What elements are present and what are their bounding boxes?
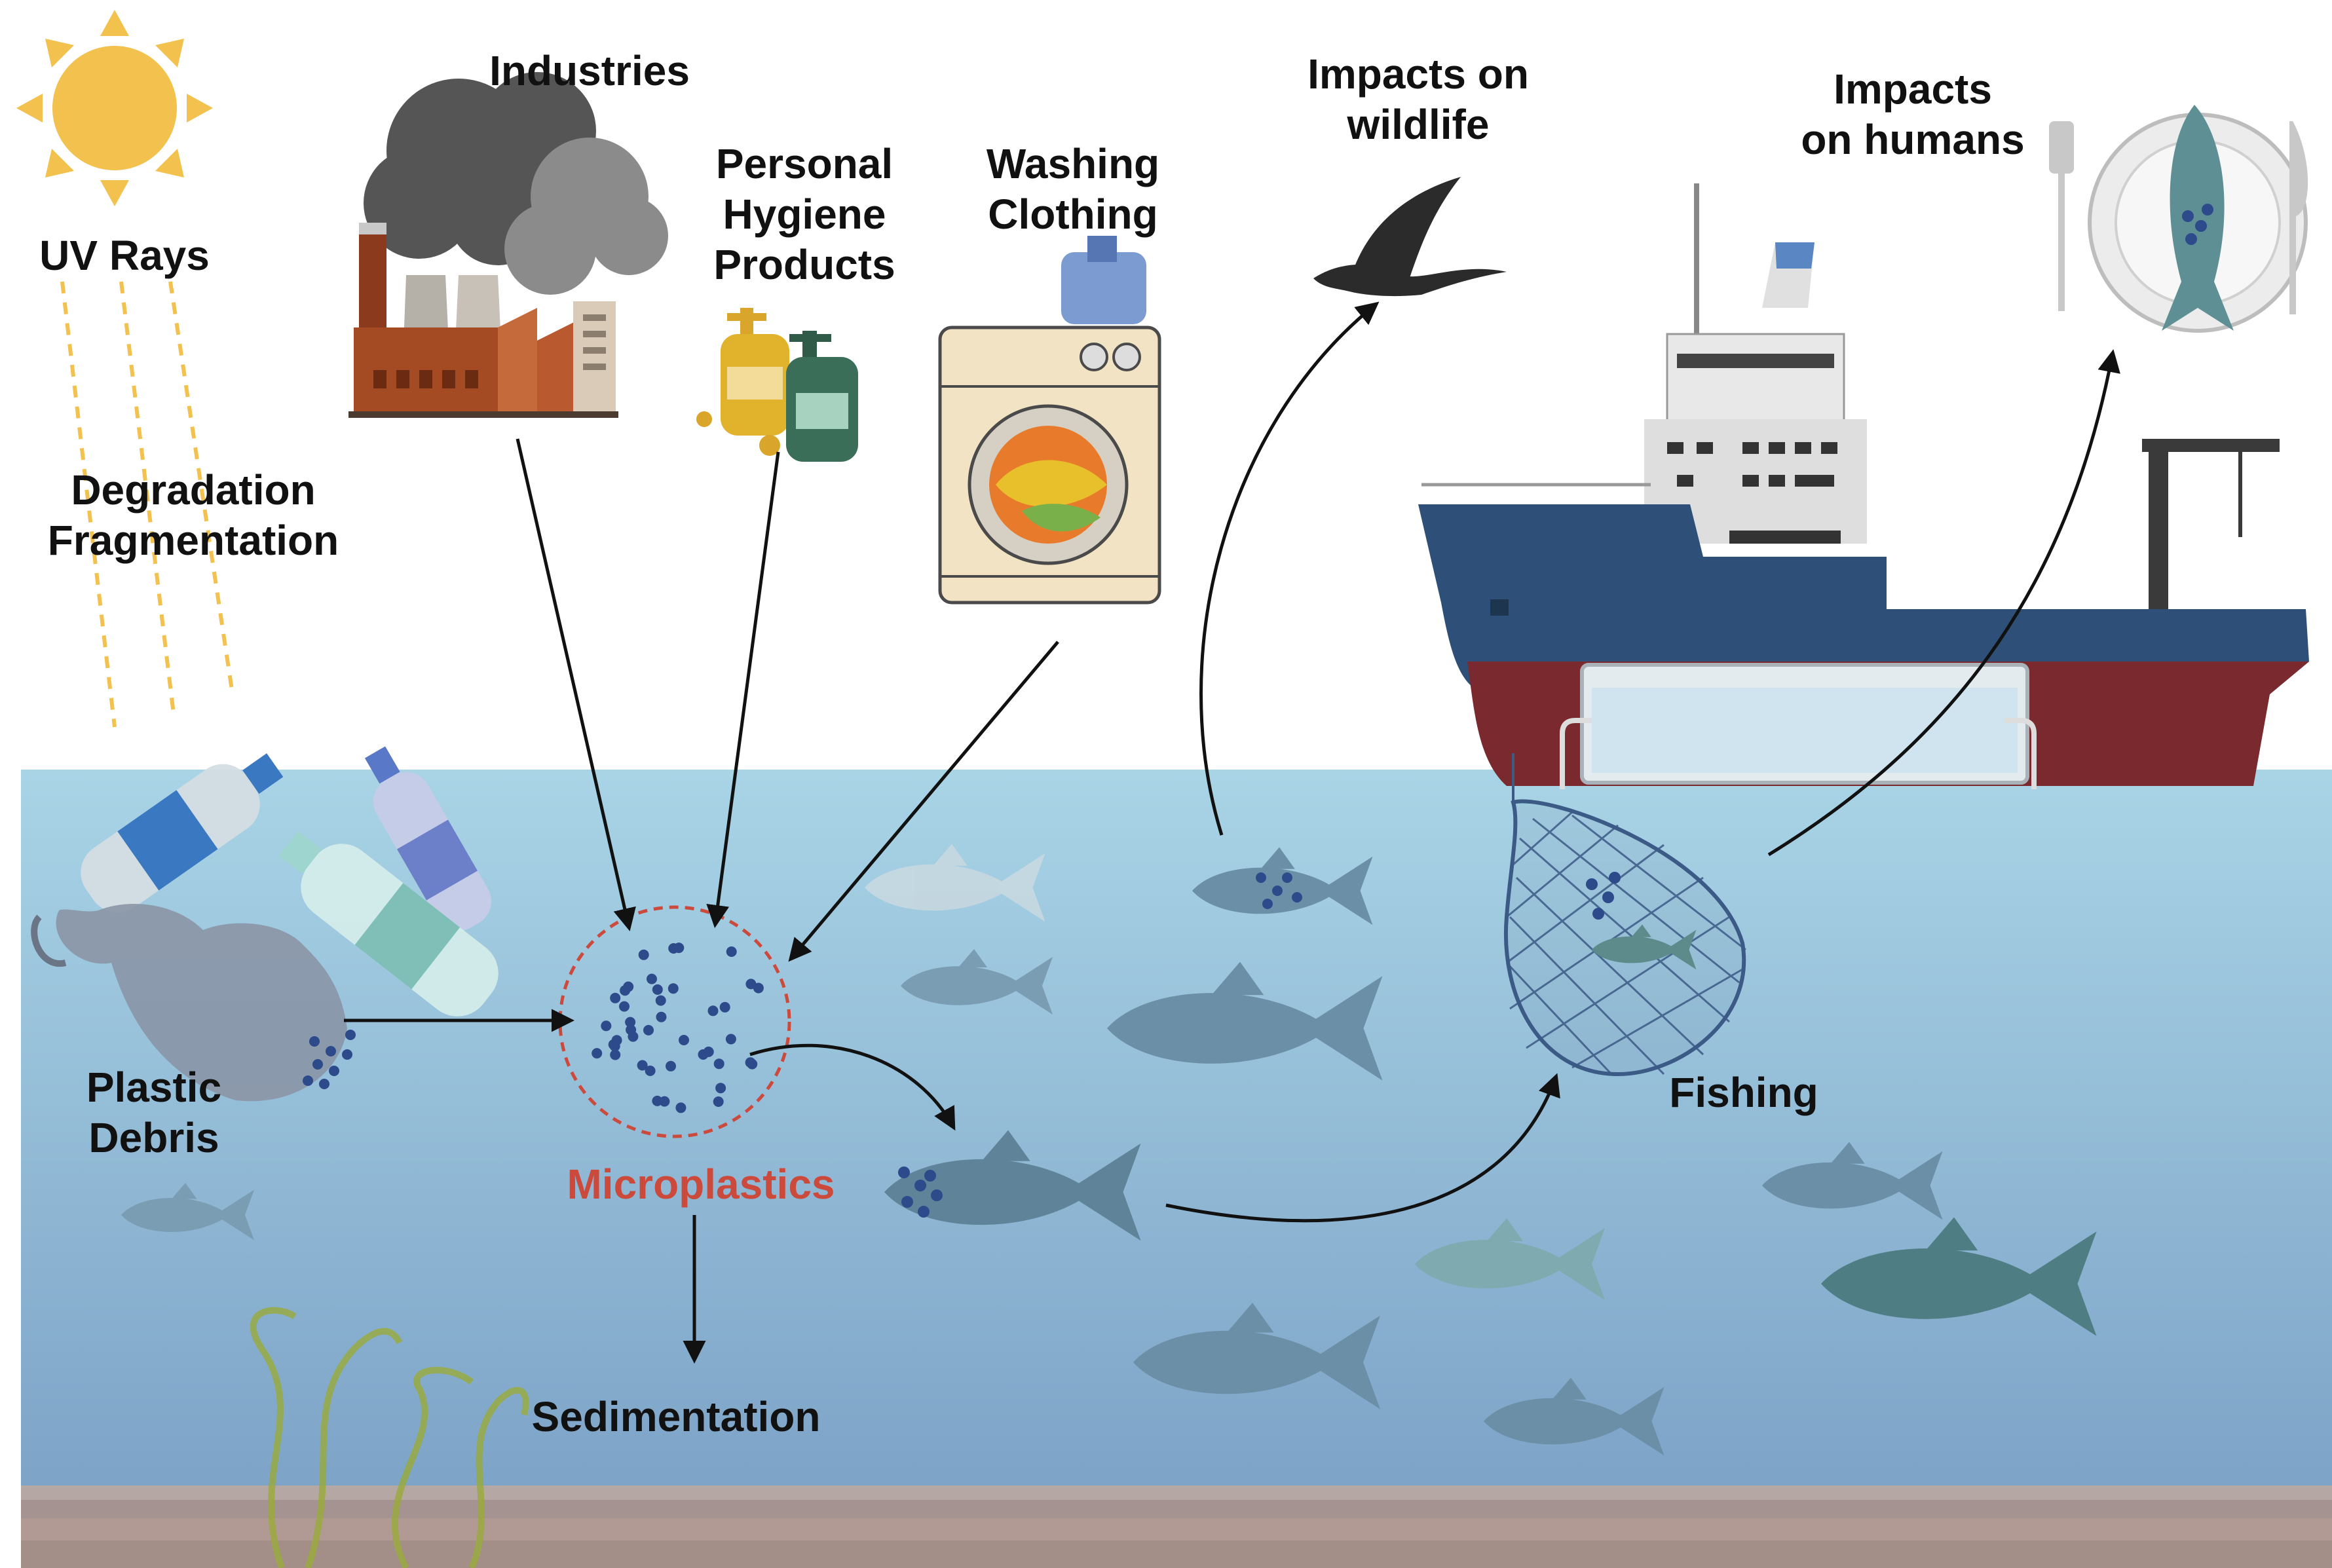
microplastic-particle [611,1035,622,1046]
label-fishing: Fishing [1669,1069,1818,1116]
fishing-net-icon [1504,753,1746,1077]
label-industries: Industries [489,47,690,94]
label-products: Products [713,241,895,288]
label-clothing: Clothing [988,191,1157,238]
microplastic-particle [679,1035,689,1045]
bird-icon [1313,177,1507,297]
arrow-fishing-to-humans [1767,349,2120,857]
microplastic-particle [652,984,663,995]
seaweed-icon [250,1307,529,1568]
factory-icon [348,72,668,418]
arrow-washing-to-microplastics [788,641,1059,962]
arrow-fish-to-wildlife [1199,301,1380,836]
label-fragmentation: Fragmentation [48,517,339,564]
arrow-fish-to-fishing [1165,1073,1560,1223]
microplastic-particle [656,1011,667,1022]
microplastic-particle [625,1017,636,1028]
microplastic-particle [726,946,737,957]
microplastic-particle [645,1065,656,1076]
seabed [21,1485,2332,1568]
microplastic-particle [659,1096,670,1107]
microplastic-particle [666,1060,676,1072]
label-hygiene: Hygiene [723,191,886,238]
plastic-debris [31,746,498,1102]
label-impacts-on: Impacts on [1307,50,1529,98]
microplastic-particle [715,1083,726,1094]
microplastic-particle [747,1058,758,1070]
microplastic-particle [623,981,634,992]
label-on-humans: on humans [1801,116,2024,163]
microplastics-cluster [558,905,791,1138]
arrow-industries-to-microplastics [516,438,636,931]
microplastic-particle [713,1058,724,1070]
microplastic-particle [638,949,649,960]
microplastic-particle [643,1024,654,1036]
fishing-ship-icon [1418,183,2309,789]
microplastic-particle [675,1102,686,1113]
label-personal: Personal [716,140,893,187]
label-wildlife: wildlife [1347,101,1490,148]
label-debris: Debris [88,1114,219,1161]
microplastic-particle [668,983,679,994]
label-impacts: Impacts [1834,65,1992,113]
microplastic-particle [725,1034,736,1045]
soap-bottles-icon [696,308,858,462]
microplastic-particle [668,943,679,954]
arrow-microplastics-to-fish [749,1043,956,1131]
label-microplastics: Microplastics [567,1161,835,1208]
microplastic-particle [637,1060,648,1071]
label-uv-rays: UV Rays [39,232,210,279]
microplastic-particle [610,1049,621,1060]
washing-machine-icon [938,236,1161,605]
microplastic-particle [610,992,621,1003]
microplastic-particle [626,1024,637,1036]
microplastic-particle [592,1048,603,1059]
microplastic-particle [619,1001,630,1012]
uv-rays [60,281,235,728]
microplastic-particle [745,979,757,990]
plastic-bottle-icon [81,753,284,913]
microplastic-particle [707,1005,719,1017]
flow-arrows [344,301,2120,1364]
sun-icon [16,10,213,206]
microplastic-particle [601,1020,612,1032]
plastic-bottle-icon [278,831,498,1017]
plastic-bottle-icon [364,746,492,931]
label-washing: Washing [987,140,1159,187]
arrow-hygiene-to-microplastics [706,451,780,928]
label-degradation: Degradation [71,466,315,513]
microplastic-particle [698,1049,709,1060]
fish-plate-icon [2049,105,2308,333]
microplastic-particle [713,1096,724,1107]
plastic-bag-icon [31,904,348,1102]
label-sedimentation: Sedimentation [532,1393,821,1440]
label-plastic: Plastic [86,1064,221,1111]
microplastic-particle [655,995,666,1006]
microplastic-particle [647,973,657,984]
microplastic-particle [719,1001,730,1013]
